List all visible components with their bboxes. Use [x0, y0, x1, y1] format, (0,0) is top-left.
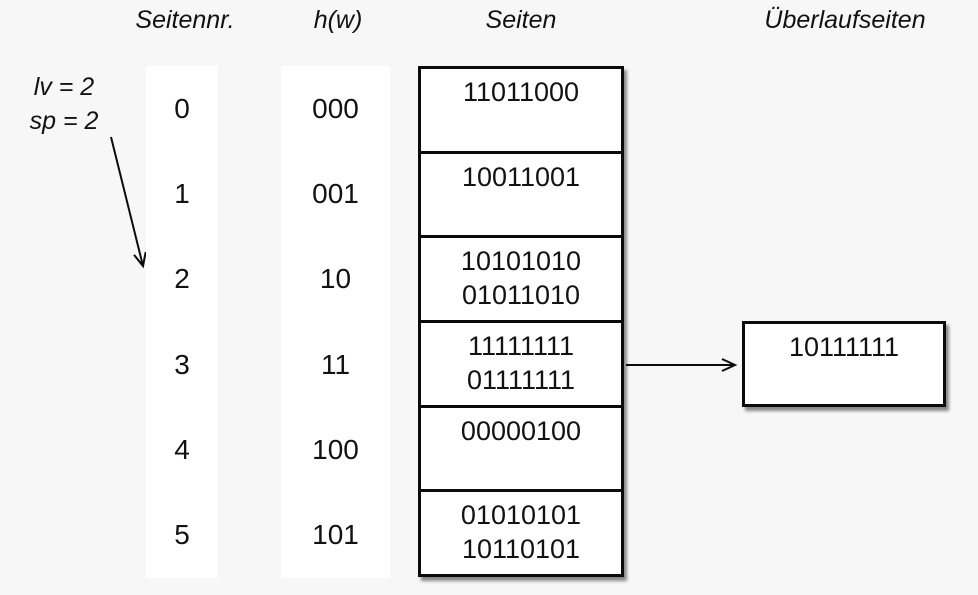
page-number-column: 0 1 2 3 4 5 [146, 66, 218, 578]
page-number-cell: 0 [174, 92, 190, 124]
overflow-page-entry: 10111111 [788, 332, 900, 362]
page-entry: 10110101 [461, 534, 581, 565]
page-entry: 01010101 [460, 500, 582, 531]
state-annotation: lv = 2 sp = 2 [16, 70, 112, 138]
hash-value-cell: 11 [320, 348, 351, 380]
page-row-0: 11011000 [421, 69, 621, 151]
header-page-number: Seitennr. [135, 6, 235, 34]
split-pointer-label: sp = 2 [29, 107, 99, 135]
header-hash-function: h(w) [313, 6, 363, 34]
page-entry: 00000100 [460, 415, 582, 446]
page-number-cell: 4 [174, 433, 190, 465]
header-pages: Seiten [485, 6, 557, 34]
header-overflow-pages: Überlaufseiten [764, 6, 926, 34]
page-number-cell: 2 [174, 263, 190, 295]
page-row-3: 11111111 01111111 [421, 320, 621, 405]
page-number-cell: 1 [174, 177, 190, 209]
page-row-4: 00000100 [421, 404, 621, 490]
page-entry: 10011001 [461, 161, 581, 192]
hash-value-cell: 10 [319, 263, 352, 295]
page-entry: 01111111 [466, 365, 576, 396]
hash-value-cell: 101 [312, 519, 359, 551]
page-row-2: 10101010 01011010 [421, 235, 621, 320]
hash-value-cell: 100 [312, 433, 359, 465]
split-pointer-arrow [110, 136, 147, 269]
page-entry: 10101010 [460, 246, 582, 277]
page-number-cell: 3 [174, 348, 190, 380]
page-entry: 01011010 [461, 280, 581, 311]
level-label: lv = 2 [33, 73, 95, 101]
hash-value-cell: 001 [312, 177, 359, 209]
page-number-cell: 5 [174, 519, 190, 551]
page-row-5: 01010101 10110101 [421, 489, 621, 574]
hash-value-cell: 000 [312, 92, 359, 124]
page-entry: 11011000 [462, 77, 580, 107]
page-entry: 11111111 [467, 331, 575, 362]
hash-value-column: 000 001 10 11 100 101 [281, 66, 390, 578]
page-row-1: 10011001 [421, 150, 621, 236]
pages-box: 11011000 10011001 10101010 01011010 1111… [418, 66, 624, 577]
overflow-page-box: 10111111 [742, 321, 946, 407]
